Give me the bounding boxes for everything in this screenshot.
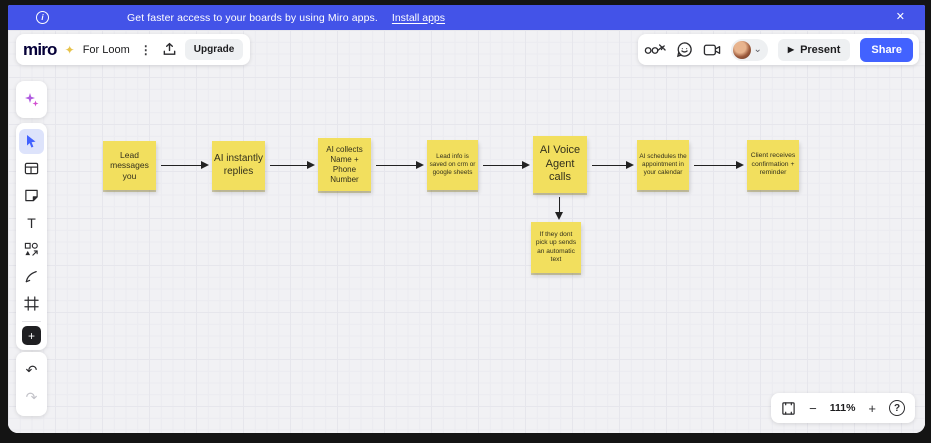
board-title[interactable]: For Loom <box>82 43 130 56</box>
zoom-in-button[interactable]: + <box>868 400 876 416</box>
comments-icon[interactable] <box>676 41 693 58</box>
connector-arrow[interactable] <box>694 161 744 169</box>
share-button[interactable]: Share <box>860 37 913 62</box>
install-apps-link[interactable]: Install apps <box>391 11 446 24</box>
miro-app-window: i Get faster access to your boards by us… <box>8 5 925 433</box>
fit-to-screen-icon[interactable] <box>781 401 796 416</box>
shapes-icon[interactable] <box>19 237 44 262</box>
present-label: Present <box>800 43 841 56</box>
board-menu-icon[interactable]: ⋮ <box>139 42 152 57</box>
sticky-note[interactable]: Client receives confirmation + reminder <box>747 140 799 190</box>
sticky-note[interactable]: AI collects Name + Phone Number <box>318 138 371 191</box>
connector-arrow[interactable] <box>161 161 209 169</box>
ai-toolbar <box>16 81 47 118</box>
avatar <box>732 40 751 59</box>
sticky-note[interactable]: AI instantly replies <box>212 141 265 190</box>
connector-arrow[interactable] <box>555 197 563 220</box>
sparkle-icon: ✦ <box>64 42 75 57</box>
toolbar-divider <box>22 321 41 322</box>
creation-toolbar: T + <box>16 123 47 350</box>
play-icon: ▶ <box>787 45 795 54</box>
undo-icon[interactable]: ↶ <box>25 362 38 378</box>
export-icon[interactable] <box>162 42 177 57</box>
text-tool[interactable]: T <box>27 214 36 231</box>
help-icon[interactable]: ? <box>889 400 905 416</box>
miro-logo[interactable]: miro <box>23 39 57 59</box>
select-tool[interactable] <box>19 129 44 154</box>
main-toolbar: miro ✦ For Loom ⋮ Upgrade <box>16 34 251 65</box>
connector-arrow[interactable] <box>270 161 315 169</box>
info-icon: i <box>36 11 49 24</box>
zoom-out-button[interactable]: − <box>809 400 817 416</box>
sticky-note[interactable]: Lead info is saved on crm or google shee… <box>427 140 478 190</box>
sticky-note[interactable]: If they dont pick up sends an automatic … <box>531 222 581 273</box>
user-menu[interactable]: ⌄ <box>730 38 768 61</box>
sticky-note[interactable]: AI Voice Agent calls <box>533 136 587 193</box>
sticky-note[interactable]: Lead messages you <box>103 141 156 190</box>
chevron-down-icon: ⌄ <box>753 43 762 55</box>
present-button[interactable]: ▶ Present <box>777 38 851 61</box>
reactions-icon[interactable] <box>644 42 666 58</box>
board-canvas[interactable]: miro ✦ For Loom ⋮ Upgrade <box>8 30 925 433</box>
video-call-icon[interactable] <box>703 43 721 57</box>
zoom-level[interactable]: 111% <box>829 402 856 414</box>
connector-arrow[interactable] <box>376 161 424 169</box>
connector-arrow[interactable] <box>483 161 530 169</box>
top-banner: i Get faster access to your boards by us… <box>8 5 925 30</box>
upgrade-button[interactable]: Upgrade <box>184 39 244 60</box>
banner-close-icon[interactable]: ✕ <box>895 11 905 23</box>
sticky-note-icon[interactable] <box>19 183 44 208</box>
templates-icon[interactable] <box>19 156 44 181</box>
redo-icon[interactable]: ↷ <box>25 389 38 405</box>
connector-arrow[interactable] <box>592 161 634 169</box>
banner-message: Get faster access to your boards by usin… <box>127 11 378 24</box>
history-toolbar: ↶ ↷ <box>16 352 47 416</box>
more-tools-button[interactable]: + <box>22 326 41 345</box>
pen-icon[interactable] <box>19 264 44 289</box>
ai-assistant-icon[interactable] <box>19 87 44 112</box>
collab-toolbar: ⌄ ▶ Present Share <box>637 34 919 65</box>
sticky-note[interactable]: AI schedules the appointment in your cal… <box>637 140 689 190</box>
zoom-toolbar: − 111% + ? <box>771 393 915 423</box>
frame-icon[interactable] <box>19 291 44 316</box>
